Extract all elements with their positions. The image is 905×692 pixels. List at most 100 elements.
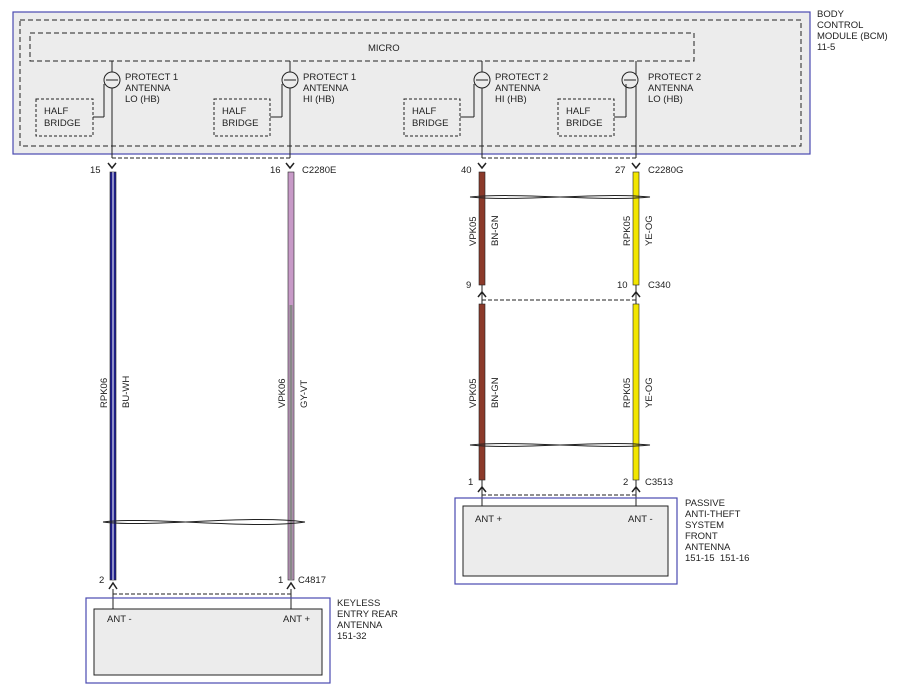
wire-ye-og-lower	[632, 303, 640, 481]
bcm-title: BODY CONTROL MODULE (BCM) 11-5	[817, 9, 888, 53]
circuit-label: PROTECT 1	[303, 72, 356, 83]
protect-circuit-4: PROTECT 2 ANTENNA LO (HB)	[614, 61, 701, 158]
protect-circuit-1: PROTECT 1 ANTENNA LO (HB)	[93, 61, 178, 158]
wire-ye-og-upper	[632, 171, 640, 286]
twisted-pair-icon	[469, 443, 651, 447]
rear-antenna-title-line: ENTRY REAR	[337, 609, 398, 620]
protect-circuit-2: PROTECT 1 ANTENNA HI (HB)	[270, 61, 356, 158]
rear-antenna-outer-box	[85, 597, 331, 684]
circuit-label: LO (HB)	[125, 94, 160, 105]
wire-bn-gn-lower	[478, 303, 486, 481]
bcm-title-line: BODY	[817, 9, 845, 20]
pin-arrow-icon	[286, 581, 296, 590]
half-bridge-label: BRIDGE	[222, 118, 258, 129]
pin-number: 10	[617, 280, 628, 291]
wire-circuit-label: RPK05	[622, 378, 633, 408]
rear-antenna-pin-label: ANT +	[283, 614, 310, 625]
front-antenna-title-line: SYSTEM	[685, 520, 724, 531]
half-bridge-2: HALF BRIDGE	[213, 98, 271, 137]
circuit-label: LO (HB)	[648, 94, 683, 105]
rear-antenna-title-line: KEYLESS	[337, 598, 380, 609]
pin-number: 16	[270, 165, 281, 176]
front-antenna-title-line: ANTENNA	[685, 542, 731, 553]
front-antenna-title-line: FRONT	[685, 531, 718, 542]
front-antenna-outer-box	[454, 497, 678, 585]
wire-color-label: BN-GN	[490, 377, 501, 408]
pin-number: 1	[278, 575, 283, 586]
wire-circuit-label: RPK05	[622, 216, 633, 246]
wire-bu-wh	[109, 171, 117, 581]
bcm-title-line: MODULE (BCM)	[817, 31, 888, 42]
wire-bn-gn-segment	[478, 171, 486, 286]
half-bridge-3: HALF BRIDGE	[403, 98, 461, 137]
connector-label: C4817	[298, 575, 326, 586]
pin-number: 27	[615, 165, 626, 176]
circuit-label: ANTENNA	[648, 83, 694, 94]
wire-bn-gn-segment	[478, 303, 486, 481]
wire-color-label: GY-VT	[299, 380, 310, 408]
wire-circuit-label: VPK05	[468, 216, 479, 246]
pin-arrow-icon	[477, 162, 487, 170]
half-bridge-label: HALF	[412, 106, 436, 117]
pin-arrow-icon	[285, 162, 295, 170]
connector-label: C2280G	[648, 165, 683, 176]
bcm-module: MICRO HALF BRIDGE HALF BRIDGE HALF BRIDG…	[12, 9, 888, 158]
rear-antenna-component: ANT - ANT + KEYLESS ENTRY REAR ANTENNA 1…	[85, 597, 398, 684]
circuit-label: ANTENNA	[303, 83, 349, 94]
bcm-title-line: 11-5	[817, 42, 835, 53]
twisted-pair-icon	[102, 519, 306, 526]
pin-number: 2	[623, 477, 628, 488]
micro-label: MICRO	[368, 43, 400, 54]
bcm-inner-dashed-boundary	[19, 19, 802, 147]
circuit-label: HI (HB)	[303, 94, 335, 105]
pin-number: 2	[99, 575, 104, 586]
front-antenna-component: ANT + ANT - PASSIVE ANTI-THEFT SYSTEM FR…	[454, 497, 749, 585]
half-bridge-4: HALF BRIDGE	[557, 98, 615, 137]
half-bridge-label: BRIDGE	[44, 118, 80, 129]
rear-antenna-pin-label: ANT -	[107, 614, 132, 625]
circuit-label: PROTECT 1	[125, 72, 178, 83]
wire-color-label: YE-OG	[644, 377, 655, 408]
connector-label: C340	[648, 280, 671, 291]
circuit-label: HI (HB)	[495, 94, 527, 105]
connector-label: C2280E	[302, 165, 336, 176]
wire-circuit-label: VPK06	[277, 378, 288, 408]
half-bridge-label: BRIDGE	[566, 118, 602, 129]
micro-box	[29, 32, 695, 62]
wire-color-label: BN-GN	[490, 215, 501, 246]
wire-gy-vt-stripe	[289, 305, 293, 580]
pin-number: 1	[468, 477, 473, 488]
half-bridge-label: HALF	[566, 106, 590, 117]
pin-number: 15	[90, 165, 101, 176]
circuit-label: PROTECT 2	[648, 72, 701, 83]
half-bridge-box	[557, 98, 615, 137]
wire-ye-og-segment	[632, 303, 640, 481]
protect-circuit-3: PROTECT 2 ANTENNA HI (HB)	[460, 61, 548, 158]
bcm-module-box	[12, 11, 811, 155]
front-antenna-pin-label: ANT -	[628, 514, 653, 525]
circuit-label: PROTECT 2	[495, 72, 548, 83]
front-antenna-pin-label: ANT +	[475, 514, 502, 525]
rear-antenna-title-line: 151-32	[337, 631, 367, 642]
front-antenna-title-line: 151-15 151-16	[685, 553, 749, 564]
wire-gy-vt	[287, 171, 295, 581]
rear-antenna-inner-box	[93, 608, 323, 676]
wire-ye-og-segment	[632, 171, 640, 286]
half-bridge-label: BRIDGE	[412, 118, 448, 129]
half-bridge-label: HALF	[222, 106, 246, 117]
wire-bn-gn-upper	[478, 171, 486, 286]
front-antenna-inner-box	[462, 505, 669, 577]
twisted-pair-icon	[102, 518, 306, 525]
pin-number: 40	[461, 165, 472, 176]
pin-arrow-icon	[108, 581, 118, 590]
pin-arrow-icon	[631, 162, 641, 170]
bcm-title-line: CONTROL	[817, 20, 863, 31]
twisted-pair-icon	[469, 195, 651, 199]
half-bridge-label: HALF	[44, 106, 68, 117]
rear-antenna-title-line: ANTENNA	[337, 620, 383, 631]
half-bridge-box	[213, 98, 271, 137]
wire-color-label: YE-OG	[644, 215, 655, 246]
connector-label: C3513	[645, 477, 673, 488]
circuit-label: ANTENNA	[495, 83, 541, 94]
